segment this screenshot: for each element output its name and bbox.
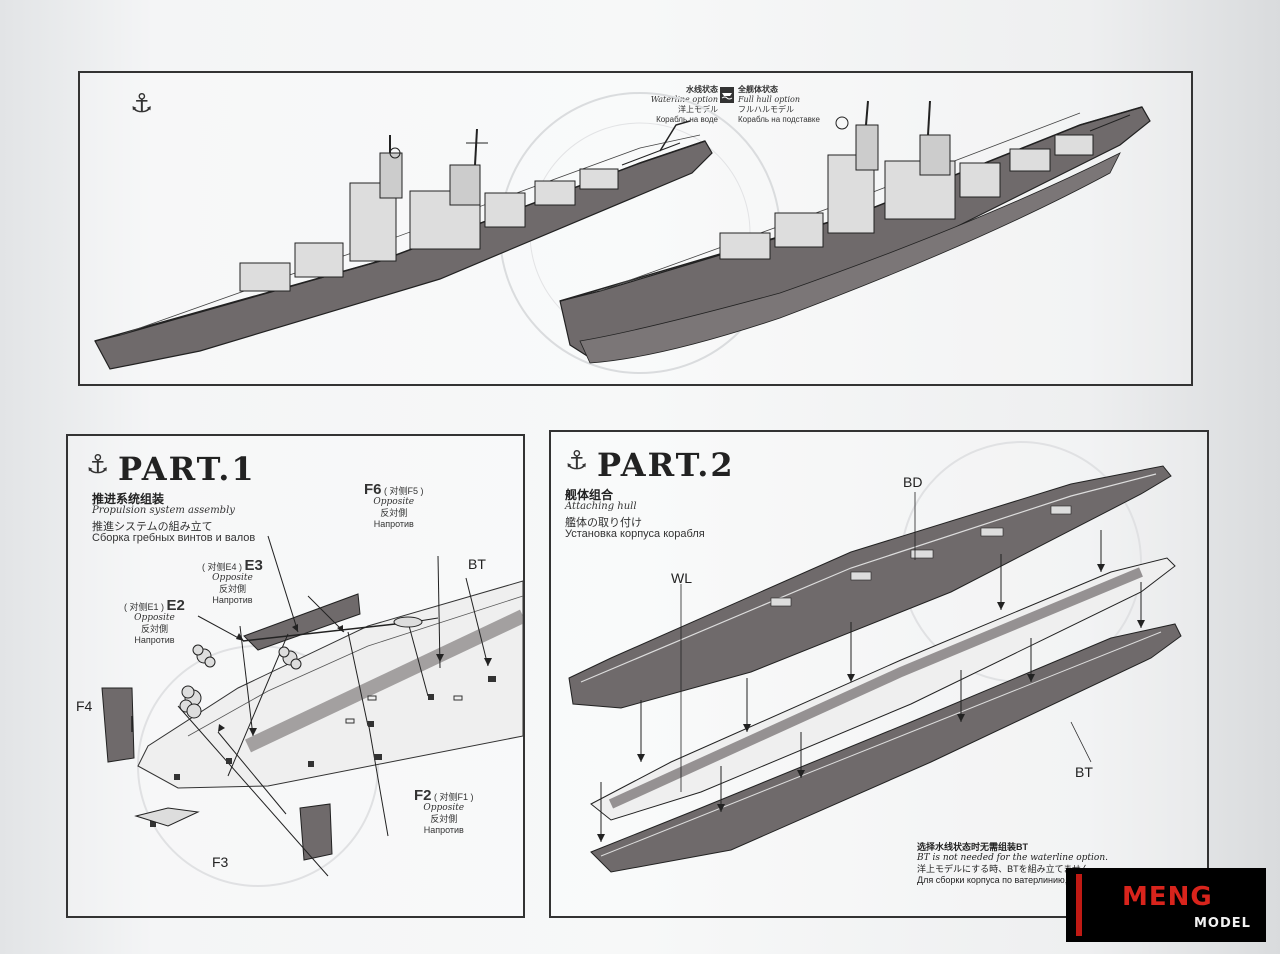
overview-panel: ⚓ 水线状态 Waterline option 洋上モデル Корабль на… <box>78 71 1193 386</box>
logo-brand: MENG <box>1122 882 1213 912</box>
callout-pair: ( 对侧F1 ) <box>434 792 474 802</box>
part1-title: PART.1 <box>118 450 256 488</box>
callout-code: F2 <box>414 787 432 804</box>
callout-code: E3 <box>244 557 263 574</box>
logo-bar <box>1076 874 1082 936</box>
callout-jp: 反対側 <box>218 584 246 594</box>
waterline-ru: Корабль на воде <box>656 115 718 124</box>
full-hull-cn: 全舰体状态 <box>738 85 778 94</box>
full-hull-ru: Корабль на подставке <box>738 115 820 124</box>
callout-ru: Напротив <box>373 519 414 529</box>
meng-model-logo: MENG MODEL <box>1066 868 1266 942</box>
callout-jp: 反対側 <box>430 814 458 824</box>
label-bd: BD <box>903 474 923 490</box>
callout-e3: ( 对侧E4 ) E3 Opposite 反対側 Напротив <box>202 557 263 606</box>
callout-pair: ( 对侧E4 ) <box>202 562 243 572</box>
callout-ru: Напротив <box>212 595 253 605</box>
callout-e2: ( 对侧E1 ) E2 Opposite 反対側 Напротив <box>124 597 185 646</box>
part2-en: Attaching hull <box>565 501 637 512</box>
part1-ru: Сборка гребных винтов и валов <box>92 532 256 544</box>
part2-title: PART.2 <box>597 446 735 484</box>
full-hull-ship <box>559 100 1151 364</box>
label-bt: BT <box>1075 764 1093 780</box>
propulsion-diagram <box>101 535 523 887</box>
callout-f2: F2 ( 对侧F1 ) Opposite 反対側 Напротив <box>414 787 474 836</box>
callout-jp: 反対側 <box>380 508 408 518</box>
part1-cn: 推进系统组装 <box>92 492 165 506</box>
note-cn: 选择水线状态时无需组装BT <box>917 842 1028 852</box>
callout-opp: Opposite <box>212 573 253 583</box>
note-en: BT is not needed for the waterline optio… <box>917 853 1109 863</box>
waterline-note: 选择水线状态时无需组装BT BT is not needed for the w… <box>917 842 1154 886</box>
callout-opp: Opposite <box>134 613 175 623</box>
part2-ru: Установка корпуса корабля <box>565 528 705 540</box>
full-hull-legend: 全舰体状态 Full hull option フルハルモデル Корабль н… <box>738 85 820 125</box>
waterline-icon <box>720 87 734 103</box>
part1-jp: 推進システムの組み立て <box>92 521 213 533</box>
callout-jp: 反対側 <box>140 624 168 634</box>
anchor-icon: ⚓ <box>565 446 589 476</box>
label-f3: F3 <box>212 854 229 870</box>
callout-ru: Напротив <box>423 825 464 835</box>
full-hull-jp: フルハルモデル <box>738 105 794 114</box>
anchor-icon: ⚓ <box>130 89 154 119</box>
part2-jp: 艦体の取り付け <box>565 517 642 529</box>
waterline-cn: 水线状态 <box>686 85 718 94</box>
logo-sub: MODEL <box>1194 916 1251 931</box>
ships-illustration <box>94 92 1151 374</box>
note-ru: Для сборки корпуса по ватерлинию, не исп… <box>917 875 1155 885</box>
part1-en: Propulsion system assembly <box>92 505 235 516</box>
part1-panel: ⚓ PART.1 推进系统组装 Propulsion system assemb… <box>66 434 525 918</box>
label-bt: BT <box>468 556 486 572</box>
note-jp: 洋上モデルにする時、BTを組み立てません。 <box>917 864 1099 874</box>
part2-cn: 舰体组合 <box>565 488 614 502</box>
callout-pair: ( 对侧E1 ) <box>124 602 165 612</box>
callout-code: F6 <box>364 481 382 498</box>
label-wl: WL <box>671 570 692 586</box>
callout-opp: Opposite <box>373 497 415 507</box>
full-hull-en: Full hull option <box>738 95 801 104</box>
callout-pair: ( 对侧F5 ) <box>384 486 424 496</box>
callout-ru: Напротив <box>134 635 175 645</box>
callout-f6: F6 ( 对侧F5 ) Opposite 反対側 Напротив <box>364 481 424 530</box>
anchor-icon: ⚓ <box>86 450 110 480</box>
hull-diagram <box>568 441 1182 873</box>
waterline-ship <box>94 120 713 370</box>
label-f4: F4 <box>76 698 93 714</box>
callout-opp: Opposite <box>423 803 465 813</box>
part2-panel: ⚓ PART.2 舰体组合 Attaching hull 艦体の取り付け Уст… <box>549 430 1209 918</box>
callout-code: E2 <box>166 597 185 614</box>
waterline-jp: 洋上モデル <box>678 105 718 114</box>
